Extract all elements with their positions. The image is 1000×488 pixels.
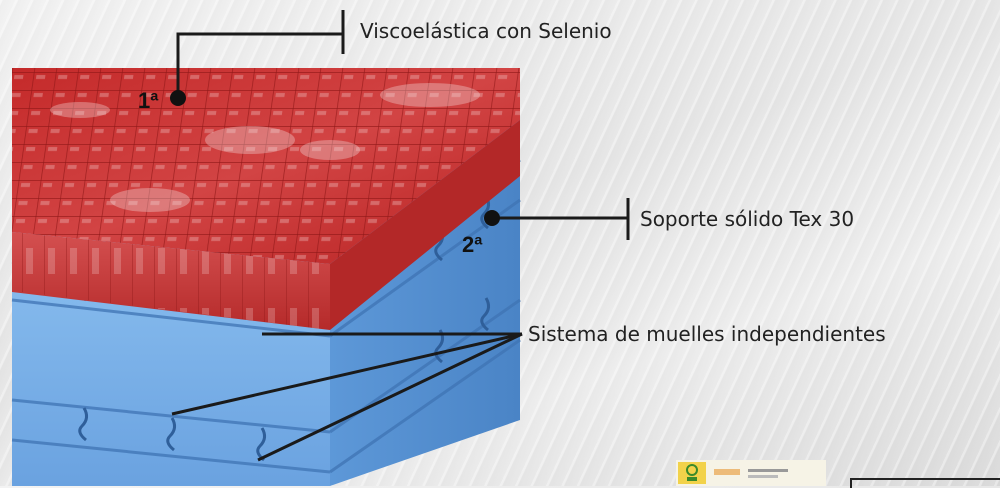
marker-dot-1 bbox=[170, 90, 186, 106]
visco-layer-side bbox=[330, 120, 520, 330]
logo-badges-icon bbox=[676, 460, 826, 486]
frame-corner bbox=[850, 478, 1000, 488]
label-springs: Sistema de muelles independientes bbox=[528, 322, 886, 346]
leader-springs-2 bbox=[171, 332, 523, 416]
marker-label-first: 1ª bbox=[138, 88, 159, 113]
visco-layer-top-cubes bbox=[12, 68, 520, 264]
leader-lines bbox=[171, 10, 630, 462]
marker-label-second: 2ª bbox=[462, 232, 483, 257]
leader-springs-3 bbox=[257, 332, 523, 462]
leader-layer1 bbox=[176, 32, 343, 98]
label-layer2: Soporte sólido Tex 30 bbox=[640, 207, 855, 231]
label-layer1: Viscoelástica con Selenio bbox=[360, 19, 612, 43]
marker-dot-2 bbox=[484, 210, 500, 226]
visco-highlights bbox=[50, 83, 480, 212]
